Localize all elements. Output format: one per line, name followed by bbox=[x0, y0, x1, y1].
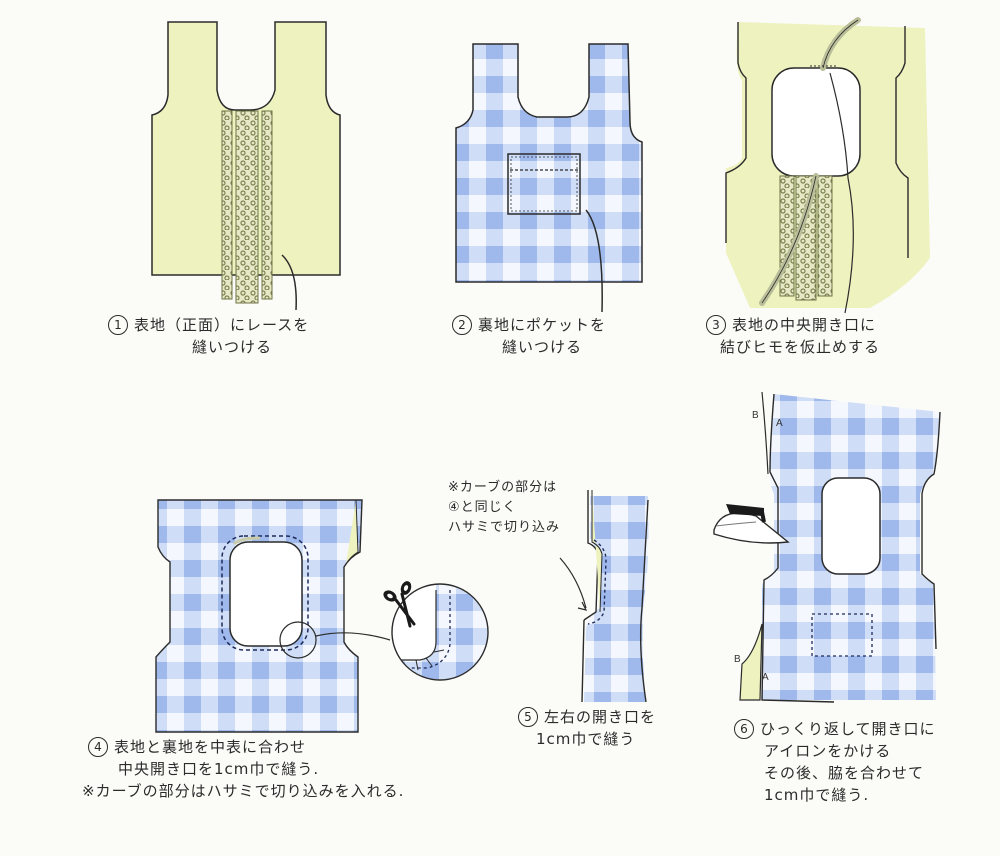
iron-icon bbox=[713, 504, 790, 544]
step-1-line-2: 縫いつける bbox=[192, 338, 273, 356]
lining-pocket-drawing bbox=[455, 43, 643, 313]
step-5-note-line-2: ④と同じく bbox=[448, 500, 517, 515]
step-1-illustration bbox=[150, 20, 350, 311]
step-6-line-1: ひっくり返して開き口に bbox=[760, 720, 936, 738]
step-3-caption: 3 表地の中央開き口に 結びヒモを仮止めする bbox=[706, 314, 880, 358]
step-6-line-4: 1cm巾で縫う. bbox=[764, 786, 870, 804]
step-5-illustration bbox=[559, 488, 670, 703]
label-b-top: B bbox=[752, 410, 759, 421]
outer-fabric-lace-drawing bbox=[151, 21, 341, 311]
step-4-line-2: 中央開き口を1cm巾で縫う. bbox=[118, 760, 320, 778]
step-5-caption: 5 左右の開き口を 1cm巾で縫う bbox=[518, 706, 656, 750]
step-5-note-line-3: ハサミで切り込み bbox=[448, 520, 561, 535]
step-5-note-line-1: ※カーブの部分は bbox=[448, 480, 558, 495]
step-3-illustration bbox=[720, 17, 950, 314]
step-number: 1 bbox=[108, 315, 128, 335]
step-4-note: ※カーブの部分はハサミで切り込みを入れる. bbox=[82, 782, 405, 800]
step-4-caption: 4 表地と裏地を中表に合わせ 中央開き口を1cm巾で縫う. ※カーブの部分はハサミ… bbox=[82, 736, 404, 802]
step-number: 4 bbox=[88, 737, 108, 757]
scissors-icon bbox=[383, 581, 416, 628]
sewn-opening-drawing bbox=[155, 499, 489, 733]
step-5-note: ※カーブの部分は ④と同じく ハサミで切り込み bbox=[448, 478, 560, 538]
turned-out-iron-drawing bbox=[713, 391, 941, 703]
side-opening-drawing bbox=[559, 490, 649, 703]
step-number: 5 bbox=[518, 707, 538, 727]
step-5-line-2: 1cm巾で縫う bbox=[536, 730, 636, 748]
step-2-caption: 2 裏地にポケットを 縫いつける bbox=[452, 314, 606, 358]
step-number: 2 bbox=[452, 315, 472, 335]
step-4-illustration bbox=[150, 492, 490, 733]
step-3-line-1: 表地の中央開き口に bbox=[732, 316, 877, 334]
step-1-line-1: 表地（正面）にレースを bbox=[134, 316, 310, 334]
step-3-line-2: 結びヒモを仮止めする bbox=[720, 338, 881, 356]
step-4-line-1: 表地と裏地を中表に合わせ bbox=[114, 738, 307, 756]
step-number: 3 bbox=[706, 315, 726, 335]
step-2-line-1: 裏地にポケットを bbox=[478, 316, 607, 334]
step-6-line-3: その後、脇を合わせて bbox=[764, 764, 925, 782]
step-number: 6 bbox=[734, 719, 754, 739]
step-2-line-2: 縫いつける bbox=[502, 338, 583, 356]
step-1-caption: 1 表地（正面）にレースを 縫いつける bbox=[108, 314, 309, 358]
step-2-illustration bbox=[452, 42, 652, 313]
outer-fabric-cord-drawing bbox=[725, 17, 930, 314]
zoom-detail-circle bbox=[391, 583, 489, 681]
step-6-illustration: B A B A bbox=[712, 384, 962, 714]
label-a-top: A bbox=[776, 418, 783, 429]
label-b-bottom: B bbox=[734, 654, 741, 665]
step-5-line-1: 左右の開き口を bbox=[544, 708, 657, 726]
step-6-line-2: アイロンをかける bbox=[764, 742, 892, 760]
step-6-caption: 6 ひっくり返して開き口に アイロンをかける その後、脇を合わせて 1cm巾で縫う… bbox=[734, 718, 936, 806]
label-a-bottom: A bbox=[762, 672, 769, 683]
